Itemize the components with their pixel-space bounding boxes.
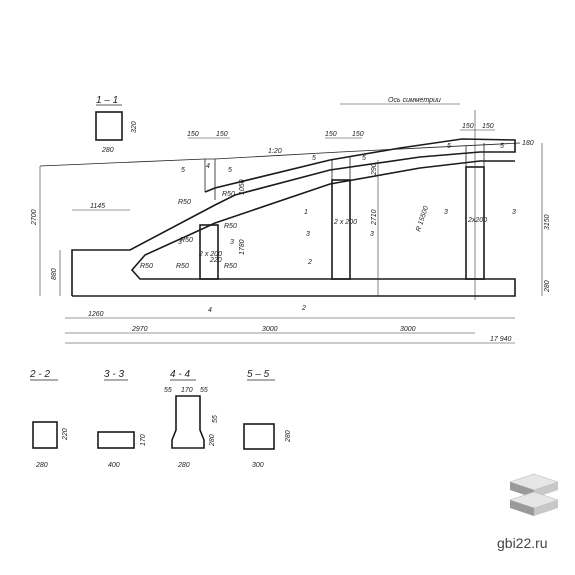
dim-3000-b: 3000	[400, 326, 416, 333]
axis-label: Ось симметрии	[388, 97, 441, 104]
dim-17940: 17 940	[490, 336, 512, 343]
dim-3000-a: 3000	[262, 326, 278, 333]
dim-2970: 2970	[131, 326, 148, 333]
radius-15500: R 15500	[415, 205, 430, 232]
watermark: gbi22.ru	[497, 535, 548, 551]
section-1-1-title: 1 – 1	[96, 95, 118, 106]
vertical-post-1	[199, 224, 219, 280]
radius-r50-d: R50	[224, 223, 237, 230]
s55-300: 300	[252, 462, 264, 469]
section-2-2: 2 - 2 220 280	[29, 369, 69, 469]
section-2-2-title: 2 - 2	[29, 369, 50, 380]
dim-150-e: 150	[462, 123, 474, 130]
dim-2x200-c: 2х200	[467, 217, 487, 224]
dim-2x200-a: 2 х 200	[198, 251, 222, 258]
s22-220: 220	[62, 428, 69, 441]
radius-r50-e: R50	[140, 263, 153, 270]
radius-r50-b: R50	[222, 191, 235, 198]
dim-280: 280	[544, 280, 551, 293]
cut-5-e: 5	[447, 143, 451, 150]
section-5-5-title: 5 – 5	[247, 369, 270, 380]
s44-280-h: 280	[209, 434, 216, 447]
truss-elevation	[39, 138, 521, 297]
dim-220: 220	[209, 257, 222, 264]
cut-3-b: 3	[370, 231, 374, 238]
section-3-3-shape	[97, 431, 135, 449]
cut-2-a: 2	[307, 259, 312, 266]
section-3-3-title: 3 - 3	[104, 369, 124, 380]
dim-1050: 1050	[239, 179, 246, 195]
dim-2x200-b: 2 х 200	[333, 219, 357, 226]
section-4-4: 4 - 4 55 170 55 55 280 280	[164, 369, 219, 469]
section-4-4-shape	[171, 395, 205, 449]
radius-r50-f: R50	[176, 263, 189, 270]
s44-170: 170	[181, 387, 193, 394]
dim-2700: 2700	[31, 209, 38, 226]
s11-320: 320	[131, 121, 138, 133]
s33-170: 170	[140, 434, 147, 446]
s44-55-a: 55	[164, 387, 172, 394]
s44-280-w: 280	[177, 462, 190, 469]
cut-4-b: 4	[206, 163, 210, 170]
s44-55-b: 55	[200, 387, 208, 394]
cut-5-f: 5	[500, 143, 504, 150]
section-1-1: 1 – 1 320 280	[95, 95, 138, 154]
dim-1145: 1145	[90, 203, 105, 210]
dim-290: 290	[371, 163, 378, 176]
s55-280: 280	[285, 430, 292, 443]
site-logo-icon	[509, 473, 559, 516]
upper-chord	[204, 158, 216, 200]
cut-4-a: 4	[208, 307, 212, 314]
section-4-4-title: 4 - 4	[170, 369, 190, 380]
slope-line	[39, 158, 206, 167]
cut-3-e: 3	[512, 209, 516, 216]
dim-180: 180	[522, 140, 534, 147]
dim-150-a: 150	[187, 131, 199, 138]
radius-r50-a: R50	[178, 199, 191, 206]
section-5-5: 5 – 5 280 300	[243, 369, 292, 469]
dimension-texts: 150 150 150 150 150 150 180 1:20 Ось сим…	[31, 97, 551, 343]
cut-3-f: 3	[230, 239, 234, 246]
vertical-post-2	[331, 179, 351, 280]
dim-150-b: 150	[216, 131, 228, 138]
cut-3-d: 3	[444, 209, 448, 216]
bottom-chord-lower	[72, 160, 516, 297]
bottom-chord	[71, 138, 516, 296]
cut-1-a: 1	[304, 209, 308, 216]
dim-880: 880	[51, 268, 58, 280]
slope-line-right	[214, 142, 521, 160]
cut-5-a: 5	[181, 167, 185, 174]
dimension-lines	[39, 103, 543, 344]
section-3-3: 3 - 3 170 400	[97, 369, 147, 469]
section-1-1-shape	[95, 111, 123, 141]
s33-400: 400	[108, 462, 120, 469]
s11-280: 280	[101, 147, 114, 154]
dim-1260: 1260	[88, 311, 104, 318]
s44-55-c: 55	[212, 415, 219, 423]
dim-2710: 2710	[371, 209, 378, 226]
dim-150-f: 150	[482, 123, 494, 130]
section-2-2-shape	[32, 421, 58, 449]
dim-150-c: 150	[325, 131, 337, 138]
section-5-5-shape	[243, 423, 275, 450]
cut-markers: 5 5 5 5 5 5 1 2 2 3 3 3 3 3 3 4 4	[178, 143, 516, 314]
cut-3-a: 3	[306, 231, 310, 238]
cut-5-c: 5	[312, 155, 316, 162]
dim-1780: 1780	[239, 239, 246, 255]
radius-r50-g: R50	[224, 263, 237, 270]
s22-280: 280	[35, 462, 48, 469]
radius-r50-c: R50	[180, 237, 193, 244]
cut-5-b: 5	[228, 167, 232, 174]
cut-2-b: 2	[301, 305, 306, 312]
cut-5-d: 5	[362, 155, 366, 162]
slope-label: 1:20	[268, 148, 282, 155]
cut-3-c: 3	[178, 239, 182, 246]
dim-3150: 3150	[544, 214, 551, 230]
dim-150-d: 150	[352, 131, 364, 138]
